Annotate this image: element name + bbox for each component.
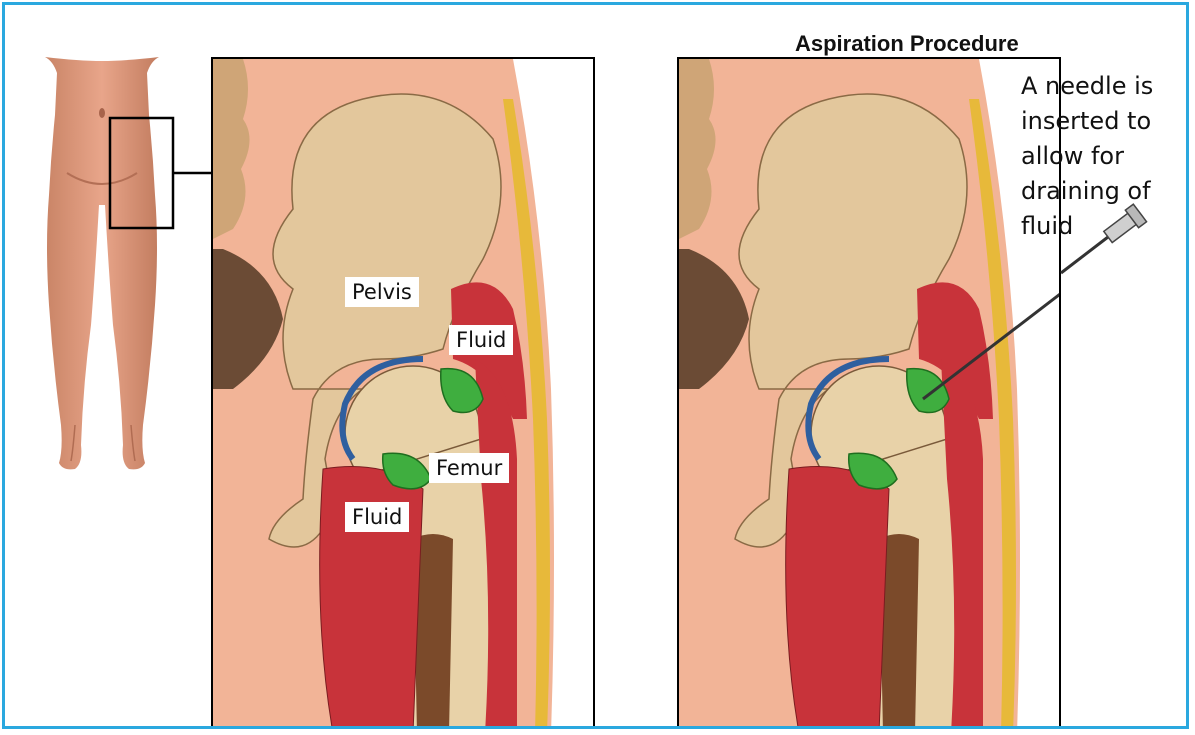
fluid-upper-label: Fluid: [449, 325, 513, 355]
needle-caption: A needle is inserted to allow for draini…: [1021, 69, 1189, 244]
needle-hub-icon: [5, 5, 1189, 729]
fluid-lower-label: Fluid: [345, 502, 409, 532]
femur-label: Femur: [429, 453, 509, 483]
caption-line: A needle is: [1021, 69, 1189, 104]
caption-line: fluid: [1021, 209, 1189, 244]
caption-line: draining of: [1021, 174, 1189, 209]
caption-line: inserted to: [1021, 104, 1189, 139]
pelvis-label: Pelvis: [345, 277, 419, 307]
caption-line: allow for: [1021, 139, 1189, 174]
procedure-title: Aspiration Procedure: [795, 31, 1019, 57]
